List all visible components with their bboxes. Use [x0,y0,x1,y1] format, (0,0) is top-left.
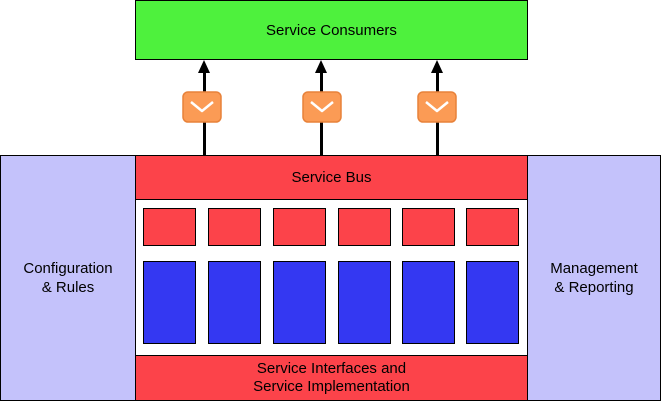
arrow-2-head [315,60,327,73]
envelope-icon [182,91,222,123]
service-implementation-cell [143,261,196,344]
service-implementation-cell [338,261,391,344]
service-implementation-label: Service Implementation [253,378,410,395]
service-implementation-cell [466,261,519,344]
service-interface-cell [338,208,391,246]
service-interface-cell [273,208,326,246]
envelope-icon [302,91,342,123]
service-consumers-label: Service Consumers [266,21,397,39]
service-implementation-box: Service Interfaces and Service Implement… [135,355,528,401]
arrow-3-head [431,60,443,73]
service-interface-cell [402,208,455,246]
service-bus-label: Service Bus [291,169,372,186]
reporting-label: & Reporting [554,279,634,296]
configuration-label: Configuration [23,260,113,277]
configuration-rules-panel: Configuration & Rules [0,155,136,401]
arrow-1-head [198,60,210,73]
service-interface-cell [143,208,196,246]
service-implementation-cell [208,261,261,344]
service-implementation-cell [273,261,326,344]
service-bus-box: Service Bus [135,155,528,200]
management-label: Management [550,260,638,277]
management-reporting-panel: Management & Reporting [527,155,661,401]
service-interface-cell [208,208,261,246]
service-implementation-cell [402,261,455,344]
service-interfaces-label: Service Interfaces and [256,360,407,377]
service-consumers-box: Service Consumers [135,0,528,60]
rules-label: & Rules [41,279,95,296]
services-area [135,199,528,356]
envelope-icon [417,91,457,123]
service-interface-cell [466,208,519,246]
